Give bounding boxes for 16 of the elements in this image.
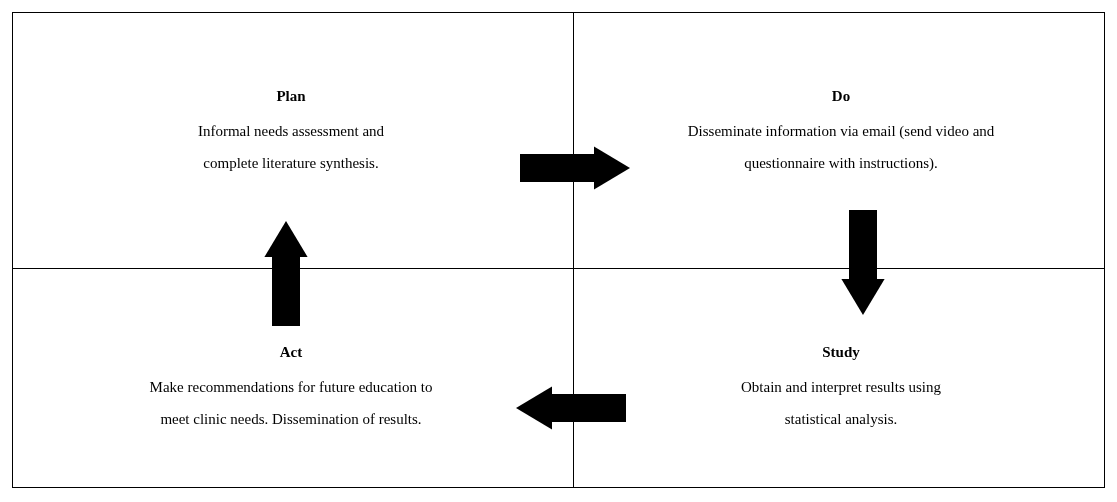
block-arrow (520, 146, 630, 190)
phase-heading: Act (278, 344, 304, 361)
quadrant-box (573, 12, 1105, 269)
phase-description: Disseminate information via email (send video and questionnaire with instructions). (686, 122, 996, 173)
quadrant-box (573, 268, 1105, 488)
phase-description: Make recommendations for future education to meet clinic needs. Dissemination of results. (148, 378, 434, 429)
block-arrow (264, 221, 308, 326)
block-arrow (841, 210, 885, 315)
phase-description: Informal needs assessment and complete literature synthesis. (196, 122, 386, 173)
phase-heading: Study (821, 344, 861, 361)
quadrant-box (12, 268, 574, 488)
block-arrow (516, 386, 626, 430)
quadrant-box (12, 12, 574, 269)
phase-heading: Do (830, 88, 852, 105)
phase-description: Obtain and interpret results using statistical analysis. (740, 378, 942, 429)
phase-heading: Plan (275, 88, 307, 105)
